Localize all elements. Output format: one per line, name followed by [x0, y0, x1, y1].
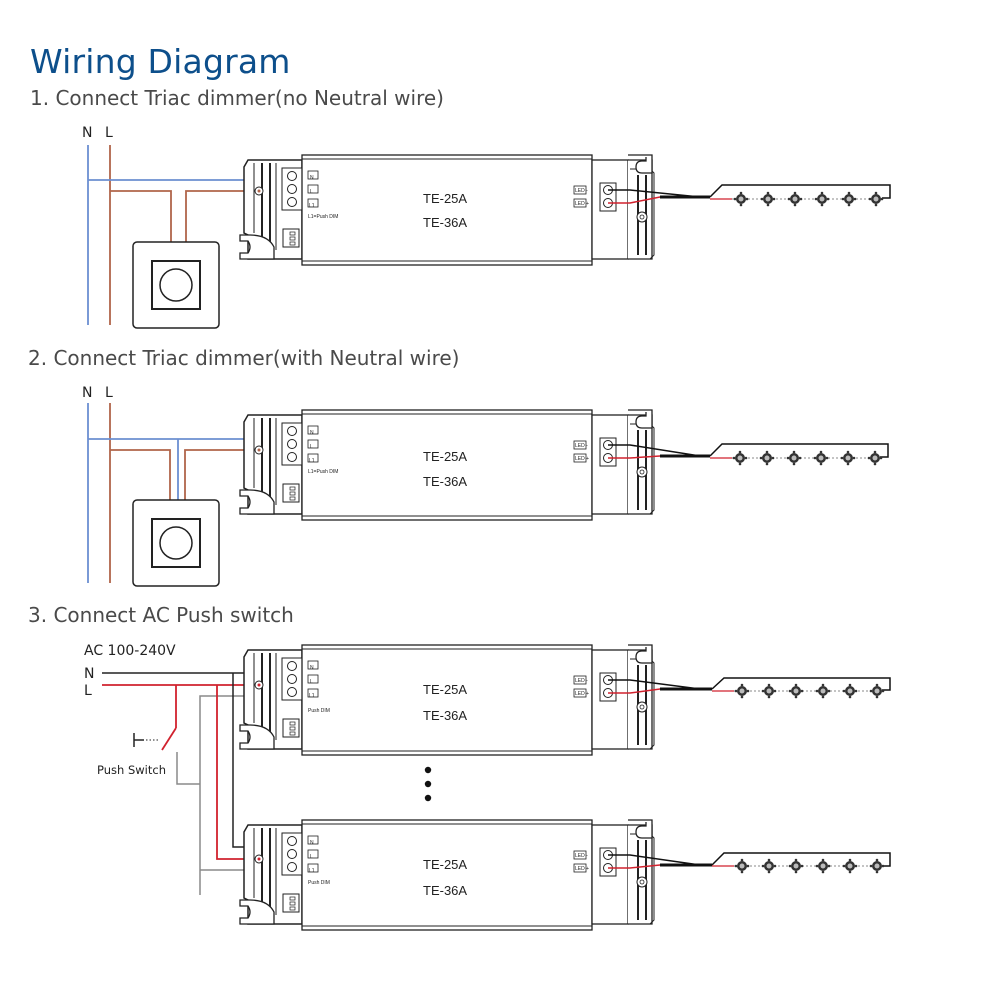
svg-text:LED +: LED + [575, 456, 589, 462]
led-icon [868, 191, 884, 207]
led-icon [788, 683, 804, 699]
continuation-dots [424, 766, 432, 802]
model-te36a: TE-36A [423, 474, 467, 489]
led-icon [760, 191, 776, 207]
terminal-n-label: N [310, 175, 314, 181]
model-te25a: TE-25A [423, 191, 467, 206]
supply-n-label: N [84, 666, 94, 682]
svg-text:LED +: LED + [575, 866, 589, 872]
live-to-dimmer [110, 190, 172, 242]
svg-text:LED -: LED - [575, 443, 588, 449]
switch-output-wire [176, 752, 200, 785]
led-icon [842, 683, 858, 699]
model-te36a: TE-36A [423, 215, 467, 230]
section-3-diagram: AC 100-240V N L Push Switch N L L1 Pus [84, 643, 891, 931]
supply-l-label: L [84, 683, 92, 699]
led-driver [239, 409, 655, 521]
svg-text:LED +: LED + [575, 201, 589, 207]
led-icon [733, 191, 749, 207]
section-1-heading: 1. Connect Triac dimmer(no Neutral wire) [30, 86, 444, 110]
push-dim-label: L1=Push DIM [308, 214, 338, 220]
led-icon [869, 858, 885, 874]
led-driver [239, 644, 655, 756]
push-switch-contact [161, 727, 177, 751]
led-icon [761, 858, 777, 874]
model-te36a: TE-36A [423, 708, 467, 723]
page-title: Wiring Diagram [30, 42, 291, 81]
push-switch-label: Push Switch [97, 763, 166, 777]
model-te25a: TE-25A [423, 857, 467, 872]
led-icon [734, 683, 750, 699]
terminal-n-label: N [310, 430, 314, 436]
svg-text:LED +: LED + [575, 691, 589, 697]
output-terminal-labels: LED - LED + LED - LED + LED - LED + LED … [575, 188, 589, 872]
led-strip [711, 677, 891, 699]
svg-text:LED -: LED - [575, 188, 588, 194]
section-2-heading: 2. Connect Triac dimmer(with Neutral wir… [28, 346, 460, 370]
terminal-l-label: L [310, 444, 313, 450]
terminal-l-label: L [310, 679, 313, 685]
section-2-diagram: N L N L L1 L1=Push DIM TE-25A TE-36A [82, 385, 889, 587]
led-icon [759, 450, 775, 466]
led-icon [869, 683, 885, 699]
led-icon [814, 191, 830, 207]
terminal-l1-label: L1 [309, 693, 315, 699]
terminal-l-label: L [310, 189, 313, 195]
led-driver [239, 154, 655, 266]
model-te25a: TE-25A [423, 682, 467, 697]
section-1-diagram: N L N L L1 L1=Push DIM TE-25A TE-36A [82, 125, 891, 329]
supply-n-label: N [82, 385, 92, 401]
led-strip [709, 184, 891, 207]
led-negative-wire [608, 444, 701, 457]
led-icon [842, 858, 858, 874]
terminal-l-label: L [310, 854, 313, 860]
led-strip [709, 443, 889, 466]
live-to-dimmer [110, 449, 171, 500]
terminal-l1-label: L1 [309, 203, 315, 209]
led-icon [813, 450, 829, 466]
model-te25a: TE-25A [423, 449, 467, 464]
terminal-l1-label: L1 [309, 458, 315, 464]
push-dim-label: Push DIM [308, 880, 330, 886]
led-icon [788, 858, 804, 874]
led-icon [815, 683, 831, 699]
model-te36a: TE-36A [423, 883, 467, 898]
svg-text:LED -: LED - [575, 853, 588, 859]
led-icon [734, 858, 750, 874]
triac-dimmer [132, 499, 220, 587]
push-dim-label: L1=Push DIM [308, 469, 338, 475]
led-negative-wire [608, 679, 701, 690]
section-3-heading: 3. Connect AC Push switch [28, 603, 294, 627]
led-strip [711, 852, 891, 874]
led-icon [841, 191, 857, 207]
led-icon [761, 683, 777, 699]
led-icon [815, 858, 831, 874]
supply-n-label: N [82, 125, 92, 141]
terminal-n-label: N [310, 840, 314, 846]
led-icon [840, 450, 856, 466]
triac-dimmer [132, 241, 220, 329]
ac-voltage-label: AC 100-240V [84, 643, 176, 659]
supply-l-label: L [105, 125, 113, 141]
led-negative-wire [608, 189, 701, 198]
supply-l-label: L [105, 385, 113, 401]
svg-text:LED -: LED - [575, 678, 588, 684]
led-icon [732, 450, 748, 466]
led-icon [787, 191, 803, 207]
led-negative-wire [608, 854, 701, 866]
led-icon [867, 450, 883, 466]
terminal-n-label: N [310, 665, 314, 671]
led-icon [786, 450, 802, 466]
push-dim-label: Push DIM [308, 708, 330, 714]
terminal-l1-label: L1 [309, 868, 315, 874]
led-driver [239, 819, 655, 931]
